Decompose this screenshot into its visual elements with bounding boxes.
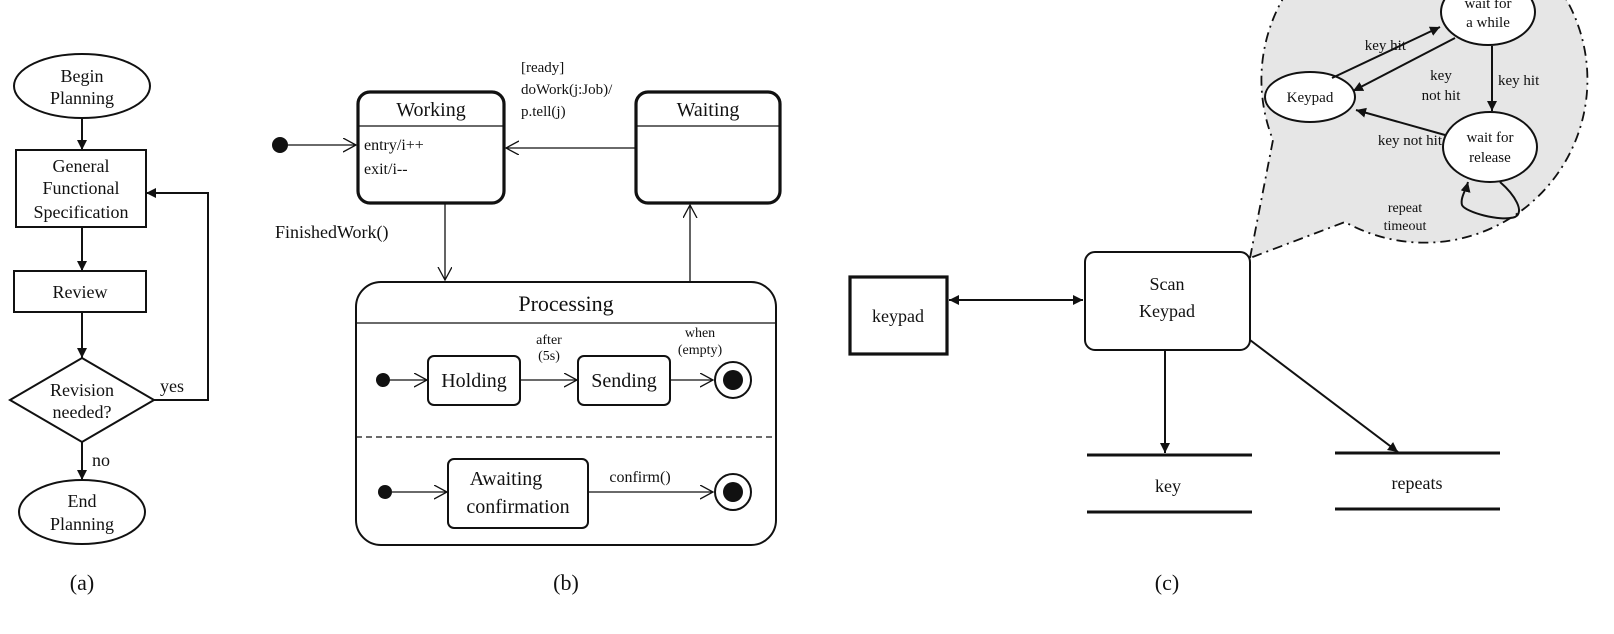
- awaiting-label-2: confirmation: [466, 496, 569, 518]
- panel-c-caption: (c): [1155, 570, 1179, 595]
- key-store-label: key: [1155, 476, 1181, 496]
- awaiting-label: Awaiting: [470, 468, 543, 490]
- review-label: Review: [53, 282, 108, 302]
- self-loop-arrow: [1460, 181, 1520, 220]
- waiting-state: Waiting: [634, 90, 782, 205]
- end-planning-node: End Planning: [18, 479, 146, 545]
- processing-state: Processing Holding after (5s) Sending wh…: [355, 281, 777, 546]
- guard-label: [ready]: [521, 60, 564, 76]
- panel-c-dataflow: wait for a while Keypad wait for release…: [848, 0, 1589, 595]
- key-not-hit-label: key: [1430, 68, 1452, 84]
- no-label: no: [92, 450, 110, 470]
- keypad-terminator: [848, 275, 949, 356]
- working-state: Working entry/i++ exit/i--: [356, 90, 506, 205]
- scan-label: Scan: [1150, 274, 1185, 294]
- keypad-label: keypad: [872, 306, 924, 326]
- after-label: after: [536, 333, 562, 348]
- wait-release-label-2: release: [1469, 150, 1511, 166]
- key-hit-label: key hit: [1365, 38, 1407, 54]
- decision-label-2: needed?: [53, 402, 112, 422]
- timeout-label: timeout: [1384, 219, 1427, 234]
- end-label: End: [68, 491, 97, 511]
- spec-label: General: [53, 156, 110, 176]
- when-label: when: [685, 326, 715, 341]
- begin-label: Begin: [61, 66, 104, 86]
- begin-label-2: Planning: [50, 88, 114, 108]
- working-exit: exit/i--: [364, 161, 408, 178]
- key-not-hit-label-3: key not hit: [1378, 133, 1443, 149]
- keypad-state-label: Keypad: [1287, 90, 1334, 106]
- when-label-2: (empty): [678, 343, 723, 358]
- repeats-data-store: repeats: [1335, 451, 1500, 511]
- yes-label: yes: [160, 376, 184, 396]
- begin-planning-node: Begin Planning: [13, 53, 151, 119]
- spec-label-2: Functional: [43, 178, 120, 198]
- initial-state: [272, 137, 288, 153]
- repeats-store-label: repeats: [1392, 473, 1443, 493]
- scan-keypad-process: [1084, 251, 1251, 351]
- working-entry: entry/i++: [364, 137, 424, 154]
- panel-b-caption: (b): [553, 570, 579, 595]
- key-data-store: key: [1087, 453, 1252, 514]
- decision-label: Revision: [50, 380, 114, 400]
- wait-while-label-2: a while: [1466, 15, 1510, 31]
- sending-label: Sending: [591, 370, 657, 392]
- spec-node: General Functional Specification: [15, 149, 147, 228]
- action-label: p.tell(j): [521, 104, 566, 120]
- bubble-statechart: wait for a while Keypad wait for release…: [1264, 0, 1540, 234]
- spec-label-3: Specification: [34, 202, 129, 222]
- initial-state: [376, 373, 390, 387]
- arrow: [1249, 339, 1399, 453]
- key-not-hit-label-2: not hit: [1422, 88, 1462, 104]
- scan-label-2: Keypad: [1139, 301, 1195, 321]
- event-label: doWork(j:Job)/: [521, 82, 613, 98]
- repeat-label: repeat: [1388, 201, 1422, 216]
- decision-node: Revision needed?: [8, 356, 156, 444]
- yes-loop-arrow: [146, 188, 209, 401]
- panel-a-flowchart: Begin Planning General Functional Specif…: [8, 53, 209, 595]
- awaiting-confirmation-state: [447, 458, 589, 529]
- end-label-2: Planning: [50, 514, 114, 534]
- after-label-2: (5s): [538, 349, 560, 364]
- review-node: Review: [13, 270, 147, 313]
- confirm-label: confirm(): [609, 469, 670, 486]
- panel-b-statechart: Working entry/i++ exit/i-- Waiting [read…: [272, 60, 782, 595]
- waiting-title: Waiting: [677, 99, 740, 121]
- holding-label: Holding: [441, 370, 507, 392]
- working-title: Working: [396, 99, 466, 121]
- zoom-bubble: [1248, 0, 1589, 260]
- wait-while-label: wait for: [1464, 0, 1511, 12]
- processing-title: Processing: [518, 291, 613, 316]
- wait-release-label: wait for: [1466, 130, 1513, 146]
- finished-work-label: FinishedWork(): [275, 222, 389, 243]
- initial-state: [378, 485, 392, 499]
- key-hit-label-2: key hit: [1498, 73, 1540, 89]
- panel-a-caption: (a): [70, 570, 94, 595]
